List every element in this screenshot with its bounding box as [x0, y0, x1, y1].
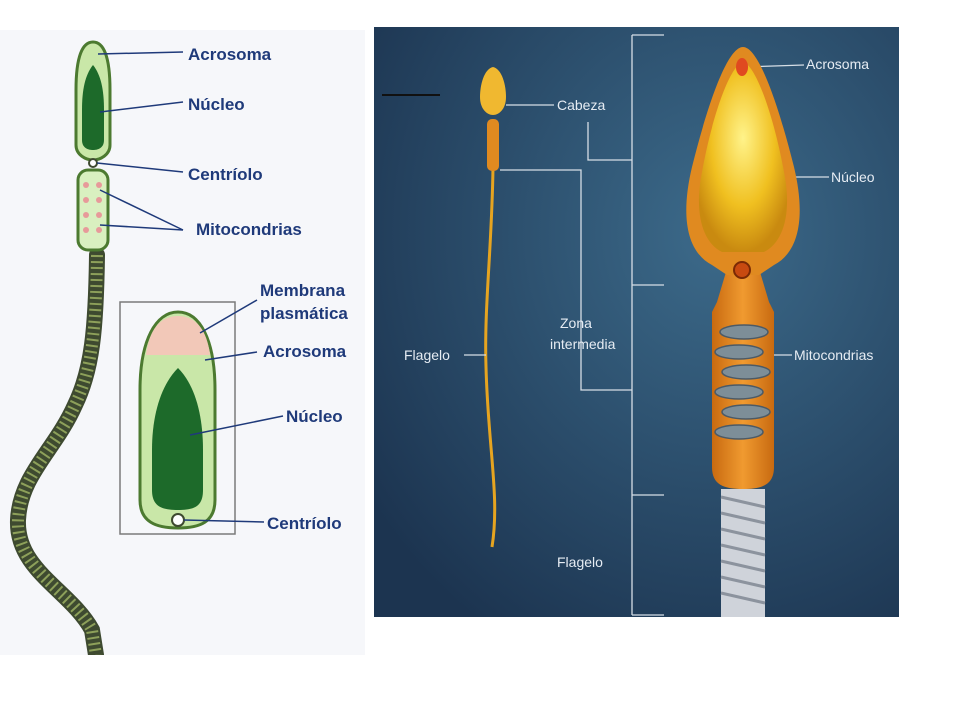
- label-intermedia: intermedia: [550, 336, 616, 352]
- flagellum-tail: [10, 247, 105, 663]
- small-sperm-midpiece: [487, 119, 499, 171]
- sperm-anatomy-illustration: Cabeza Zona intermedia Flagelo Flagelo A…: [374, 27, 899, 617]
- detail-centriole: [171, 513, 185, 527]
- big-sperm-nucleus: [698, 62, 788, 252]
- label-mitocondrias: Mitocondrias: [196, 220, 302, 239]
- leader-lines: [96, 51, 284, 523]
- label-centriolo-top: Centríolo: [188, 165, 263, 184]
- label-nucleo-right: Núcleo: [831, 169, 875, 185]
- midpiece: [76, 168, 110, 252]
- flagellum-segments: [11, 254, 103, 656]
- big-sperm-centriole: [733, 261, 751, 279]
- illustration-background: [374, 27, 899, 617]
- detail-box: [119, 301, 236, 535]
- label-acrosoma-top: Acrosoma: [188, 45, 272, 64]
- detail-nucleus: [152, 368, 203, 510]
- head-nucleus: [82, 65, 104, 150]
- big-sperm-flagellum: [720, 489, 766, 617]
- big-sperm-acrosome: [736, 58, 748, 76]
- head-centriole: [88, 158, 98, 168]
- label-acrosoma-detail: Acrosoma: [263, 342, 347, 361]
- right-diagram-panel: Cabeza Zona intermedia Flagelo Flagelo A…: [374, 27, 899, 617]
- big-sperm-mitochondria: [714, 324, 771, 440]
- label-centriolo-detail: Centríolo: [267, 514, 342, 533]
- detail-membrane: [146, 316, 210, 355]
- label-plasmatica: plasmática: [260, 304, 348, 323]
- label-membrana: Membrana: [260, 281, 346, 300]
- label-mitocondrias-right: Mitocondrias: [794, 347, 873, 363]
- label-nucleo-top: Núcleo: [188, 95, 245, 114]
- small-sperm-tail: [484, 166, 497, 548]
- label-flagelo-bottom: Flagelo: [557, 554, 603, 570]
- label-cabeza: Cabeza: [557, 97, 605, 113]
- label-zona: Zona: [560, 315, 592, 331]
- label-flagelo-left: Flagelo: [404, 347, 450, 363]
- big-sperm-midpiece: [712, 272, 774, 489]
- small-sperm-head: [480, 67, 506, 115]
- label-nucleo-detail: Núcleo: [286, 407, 343, 426]
- label-acrosoma-right: Acrosoma: [806, 56, 869, 72]
- left-diagram-panel: Acrosoma Núcleo Centríolo Mitocondrias M…: [0, 30, 365, 663]
- sperm-structure-diagram: Acrosoma Núcleo Centríolo Mitocondrias M…: [10, 40, 348, 663]
- mitochondria-dots: [83, 182, 102, 233]
